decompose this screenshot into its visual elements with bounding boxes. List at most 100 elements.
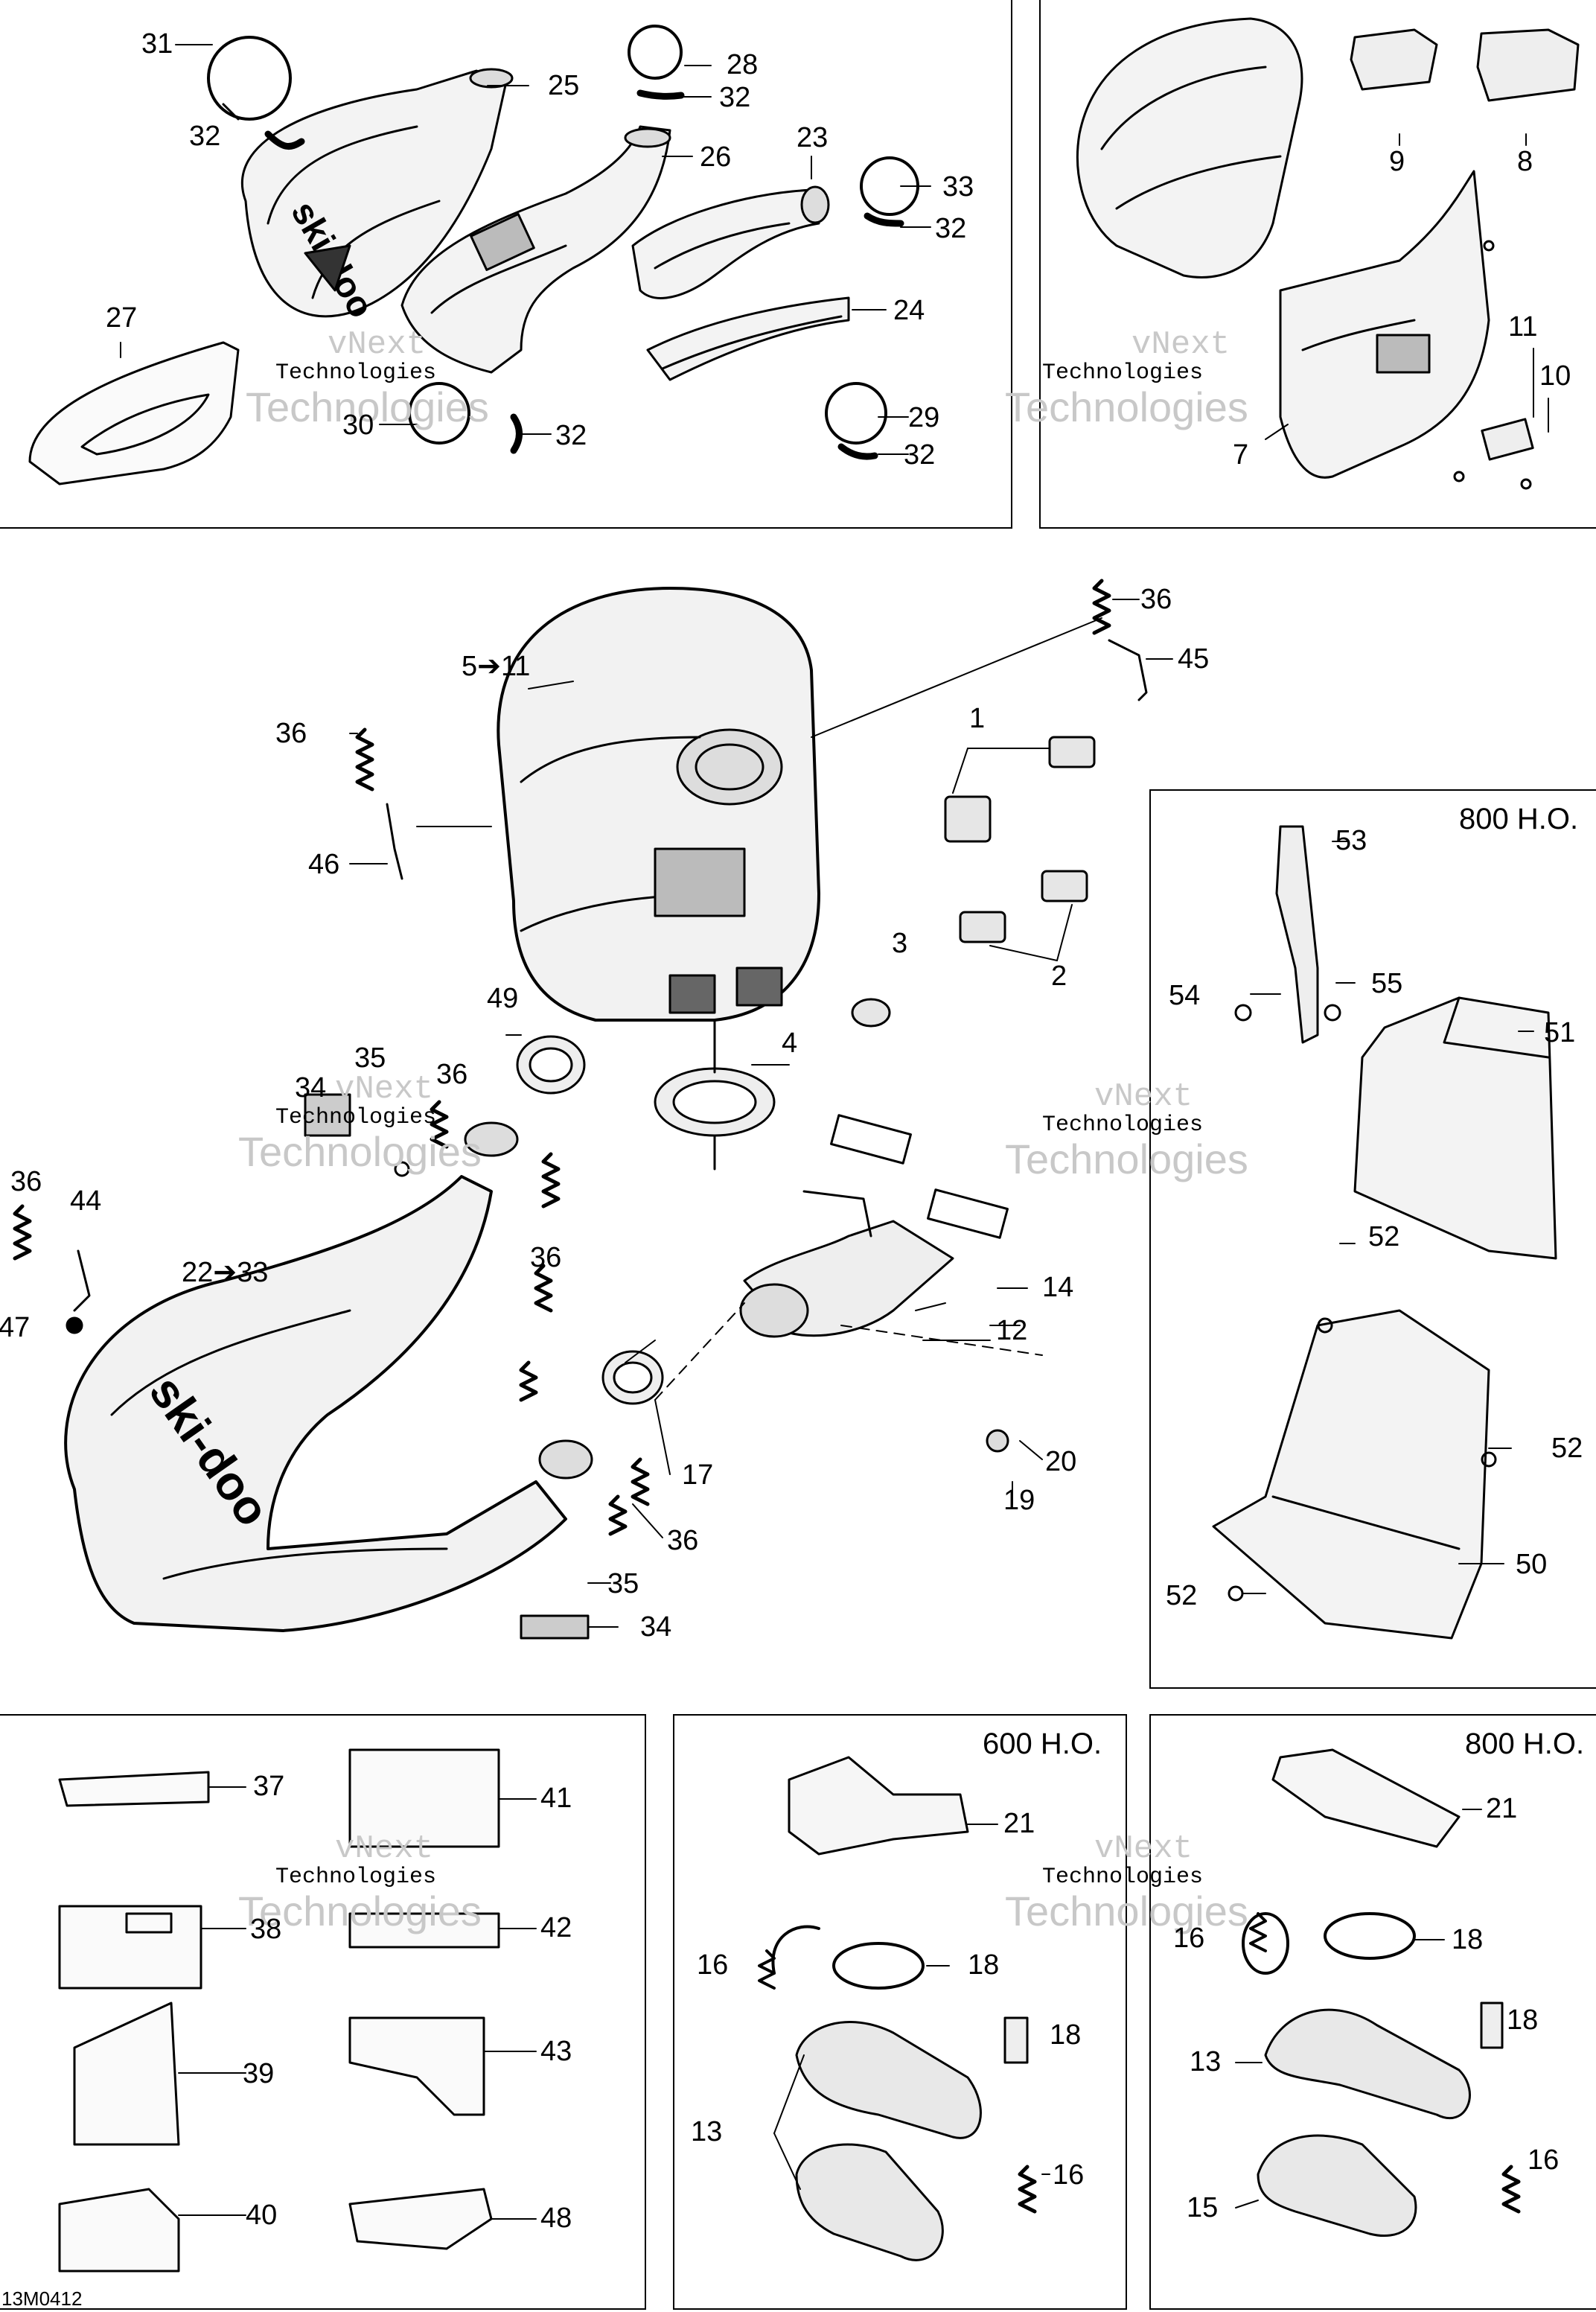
callout-22-33: 22➔33 — [182, 1257, 269, 1288]
callout-3: 3 — [892, 928, 908, 959]
panel-600ho — [673, 1714, 1127, 2310]
heat-shield-51 — [1355, 998, 1556, 1258]
panel-bottom-left — [0, 1714, 646, 2310]
callout-48: 48 — [540, 2203, 572, 2234]
callout-9: 9 — [1389, 146, 1405, 177]
callout-35-b: 35 — [607, 1568, 639, 1599]
tuned-pipe-13-600ho — [797, 2018, 1035, 2260]
gaskets-and-rings — [517, 1020, 774, 1404]
plates-8-9-10-11 — [1351, 30, 1578, 488]
callout-4: 4 — [782, 1028, 798, 1059]
panel-title-600ho: 600 H.O. — [983, 1727, 1102, 1760]
callout-5-11: 5➔11 — [462, 651, 531, 682]
callout-36-d: 36 — [10, 1166, 42, 1197]
callout-52-b: 52 — [1551, 1433, 1583, 1464]
callout-13-800ho: 13 — [1190, 2046, 1222, 2077]
callout-37: 37 — [253, 1771, 285, 1802]
panel-top-left — [0, 0, 1012, 529]
callout-15-800ho: 15 — [1187, 2192, 1219, 2223]
insulation-pads — [60, 1750, 499, 2271]
panel-title-800ho: 800 H.O. — [1459, 803, 1579, 835]
callout-53: 53 — [1335, 825, 1367, 856]
callout-40: 40 — [246, 2200, 278, 2231]
callout-33: 33 — [942, 171, 974, 203]
callout-36-b: 36 — [275, 718, 307, 749]
callout-45: 45 — [1178, 643, 1210, 675]
callout-leaders — [121, 45, 1548, 2219]
callout-11: 11 — [1508, 311, 1538, 343]
callout-27: 27 — [106, 302, 138, 334]
callout-50: 50 — [1516, 1549, 1548, 1580]
muffler-5 — [498, 588, 819, 1020]
bracket-53 — [1236, 827, 1340, 1042]
callout-36-c: 36 — [436, 1059, 468, 1090]
callout-23: 23 — [797, 122, 829, 153]
callout-52-a: 52 — [1368, 1221, 1400, 1252]
callout-43: 43 — [540, 2036, 572, 2067]
figure-code: 13M0412 — [1, 2287, 83, 2310]
callout-10: 10 — [1539, 360, 1571, 392]
callout-26: 26 — [700, 141, 732, 173]
callout-18-800ho-b: 18 — [1507, 2004, 1539, 2036]
callout-2: 2 — [1051, 961, 1067, 992]
callout-31: 31 — [141, 28, 173, 60]
clamps-panel1 — [208, 26, 918, 456]
rubber-mounts-1-2-3 — [852, 737, 1094, 1026]
pipe-cover-24 — [648, 298, 849, 380]
callout-17: 17 — [682, 1459, 714, 1491]
callout-29: 29 — [908, 402, 940, 433]
callout-18-600ho-b: 18 — [1050, 2019, 1082, 2051]
callout-32-c: 32 — [935, 213, 967, 244]
callout-30: 30 — [342, 410, 374, 441]
callout-7: 7 — [1233, 439, 1249, 471]
callout-34-b: 34 — [640, 1611, 672, 1643]
callout-36-e: 36 — [530, 1242, 562, 1273]
callout-32-e: 32 — [904, 439, 936, 471]
callout-16-600ho-a: 16 — [697, 1949, 729, 1981]
callout-38: 38 — [250, 1914, 282, 1945]
callout-32-a: 32 — [189, 121, 221, 152]
callout-35-a: 35 — [354, 1042, 386, 1074]
callout-54: 54 — [1169, 980, 1201, 1011]
panel-top-right — [1039, 0, 1596, 529]
panel-800ho-right — [1149, 789, 1596, 1689]
brackets-and-hardware — [67, 640, 1146, 1638]
callout-18-800ho-a: 18 — [1452, 1924, 1484, 1955]
callout-21-800ho: 21 — [1486, 1793, 1518, 1824]
heat-shield-27 — [30, 343, 238, 484]
muffler-guard-7 — [1077, 19, 1489, 477]
tuned-pipe-cover-26 — [402, 127, 670, 372]
callout-34-a: 34 — [295, 1072, 327, 1104]
callout-47: 47 — [0, 1312, 31, 1343]
heat-shield-50 — [1213, 1311, 1496, 1638]
panel-title-800ho-bottom: 800 H.O. — [1465, 1727, 1585, 1760]
callout-1: 1 — [969, 703, 986, 734]
callout-32-d: 32 — [555, 420, 587, 451]
callout-21-600ho: 21 — [1003, 1808, 1035, 1839]
shield-21-800ho — [1273, 1750, 1459, 1847]
muffler-cover-25: ski-doo — [242, 69, 512, 325]
callout-28: 28 — [727, 49, 759, 80]
callout-46: 46 — [308, 849, 340, 880]
callout-13-600ho: 13 — [691, 2116, 723, 2147]
pipe-cover-23 — [633, 187, 829, 298]
callout-41: 41 — [540, 1783, 572, 1814]
panel-800ho-bottom — [1149, 1714, 1596, 2310]
shield-21-600ho — [789, 1757, 968, 1854]
callout-16-600ho-b: 16 — [1053, 2159, 1085, 2191]
callout-52-c: 52 — [1166, 1580, 1198, 1611]
springs-36 — [15, 581, 1109, 1534]
clamps-600ho — [759, 1927, 923, 1989]
clamps-800ho — [1243, 1914, 1414, 1973]
callout-20: 20 — [1045, 1446, 1077, 1477]
callout-36-a: 36 — [1140, 584, 1172, 615]
callout-19: 19 — [1003, 1485, 1035, 1516]
callout-18-600ho-a: 18 — [968, 1949, 1000, 1981]
leader-lines-main — [417, 618, 1102, 1400]
